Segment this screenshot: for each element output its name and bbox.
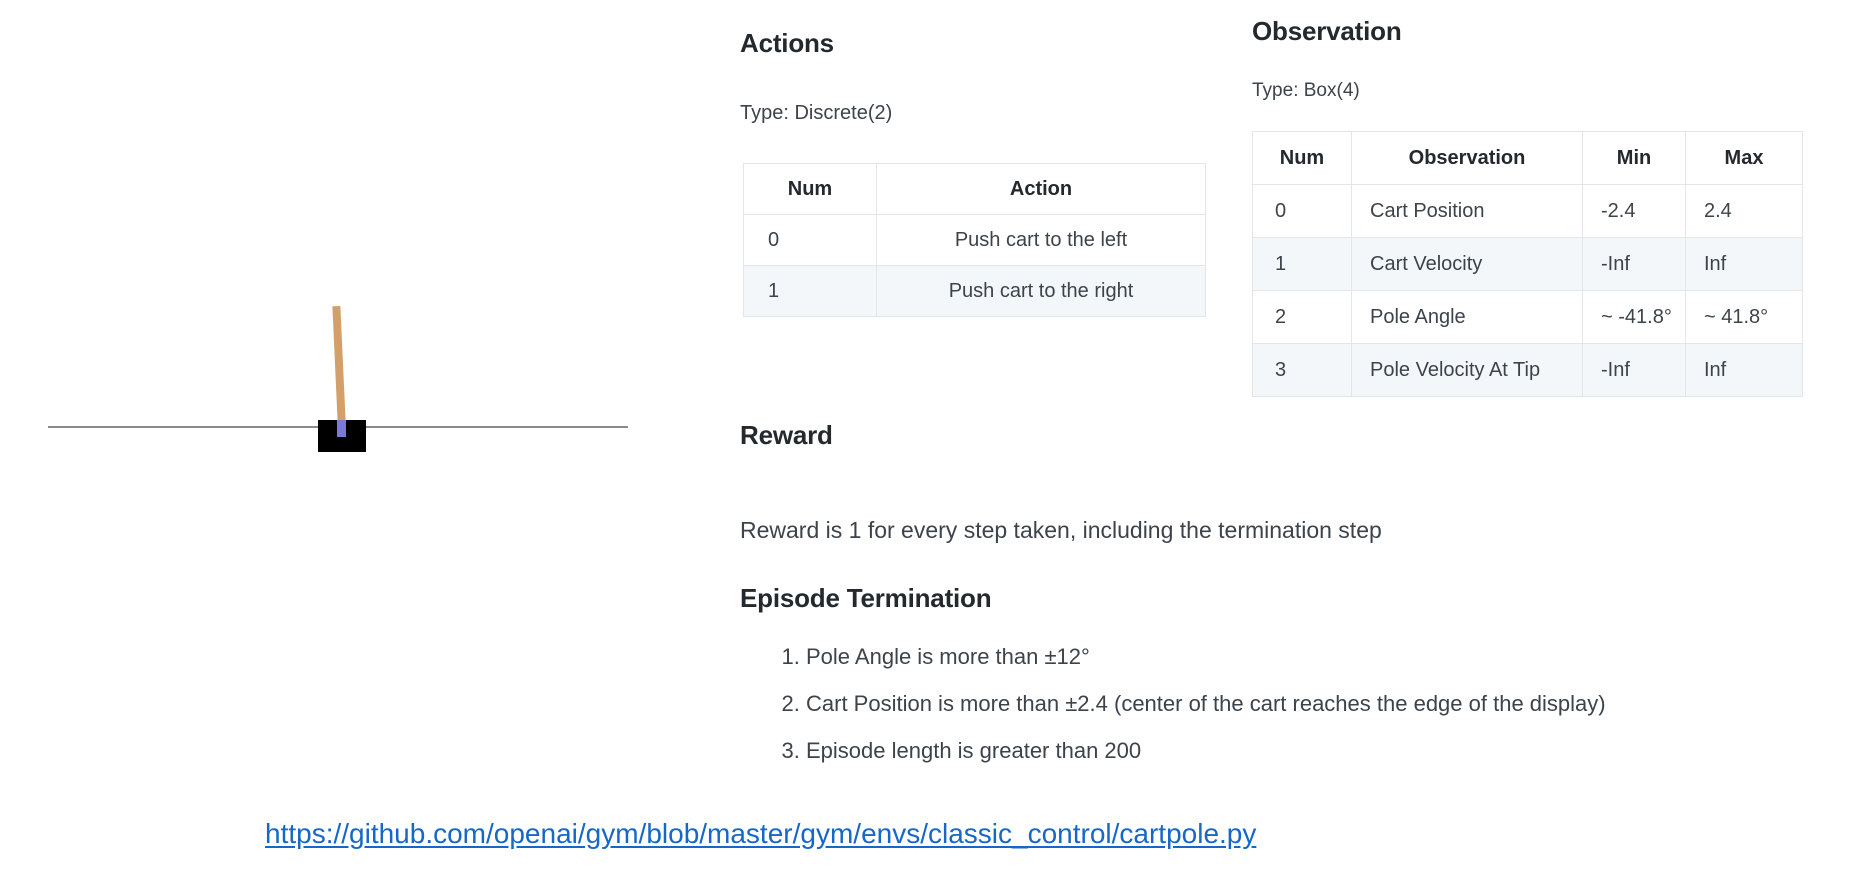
observation-cell-num: 2 [1252, 290, 1352, 344]
observation-cell-name: Pole Velocity At Tip [1351, 343, 1583, 397]
cartpole-pole [332, 305, 346, 431]
actions-header-num: Num [743, 163, 877, 215]
observation-cell-name: Cart Velocity [1351, 237, 1583, 291]
observation-header-max: Max [1685, 131, 1803, 185]
cartpole-axle [337, 420, 346, 437]
actions-table: Num Action 0 Push cart to the left 1 Pus… [743, 163, 1206, 317]
actions-type-line: Type: Discrete(2) [740, 102, 893, 124]
reward-text: Reward is 1 for every step taken, includ… [740, 517, 1382, 543]
observation-cell-name: Pole Angle [1351, 290, 1583, 344]
table-row: 0 Cart Position -2.4 2.4 [1252, 184, 1803, 238]
observation-table: Num Observation Min Max 0 Cart Position … [1252, 131, 1803, 397]
actions-cell-action: Push cart to the left [876, 214, 1206, 266]
observation-heading: Observation [1252, 16, 1402, 46]
observation-cell-min: -2.4 [1582, 184, 1686, 238]
episode-termination-heading: Episode Termination [740, 583, 992, 613]
table-row: 2 Pole Angle ~ -41.8° ~ 41.8° [1252, 290, 1803, 344]
observation-cell-max: Inf [1685, 343, 1803, 397]
observation-type-line: Type: Box(4) [1252, 80, 1360, 101]
actions-heading: Actions [740, 28, 834, 58]
observation-cell-num: 1 [1252, 237, 1352, 291]
observation-cell-max: Inf [1685, 237, 1803, 291]
table-header-row: Num Action [743, 163, 1206, 215]
list-item: Cart Position is more than ±2.4 (center … [806, 691, 1606, 716]
table-row: 1 Push cart to the right [743, 265, 1206, 317]
observation-cell-name: Cart Position [1351, 184, 1583, 238]
table-row: 0 Push cart to the left [743, 214, 1206, 266]
cartpole-illustration [0, 250, 680, 510]
table-header-row: Num Observation Min Max [1252, 131, 1803, 185]
observation-cell-min: -Inf [1582, 237, 1686, 291]
table-row: 3 Pole Velocity At Tip -Inf Inf [1252, 343, 1803, 397]
source-code-link[interactable]: https://github.com/openai/gym/blob/maste… [265, 818, 1257, 849]
observation-cell-max: ~ 41.8° [1685, 290, 1803, 344]
episode-termination-list: Pole Angle is more than ±12° Cart Positi… [760, 644, 1606, 787]
observation-header-min: Min [1582, 131, 1686, 185]
actions-header-action: Action [876, 163, 1206, 215]
table-row: 1 Cart Velocity -Inf Inf [1252, 237, 1803, 291]
observation-header-observation: Observation [1351, 131, 1583, 185]
observation-cell-min: ~ -41.8° [1582, 290, 1686, 344]
actions-cell-action: Push cart to the right [876, 265, 1206, 317]
observation-cell-num: 3 [1252, 343, 1352, 397]
observation-header-num: Num [1252, 131, 1352, 185]
list-item: Episode length is greater than 200 [806, 739, 1606, 763]
reward-heading: Reward [740, 420, 833, 450]
observation-cell-num: 0 [1252, 184, 1352, 238]
actions-cell-num: 0 [743, 214, 877, 266]
actions-cell-num: 1 [743, 265, 877, 317]
list-item: Pole Angle is more than ±12° [806, 644, 1606, 669]
observation-cell-min: -Inf [1582, 343, 1686, 397]
observation-cell-max: 2.4 [1685, 184, 1803, 238]
